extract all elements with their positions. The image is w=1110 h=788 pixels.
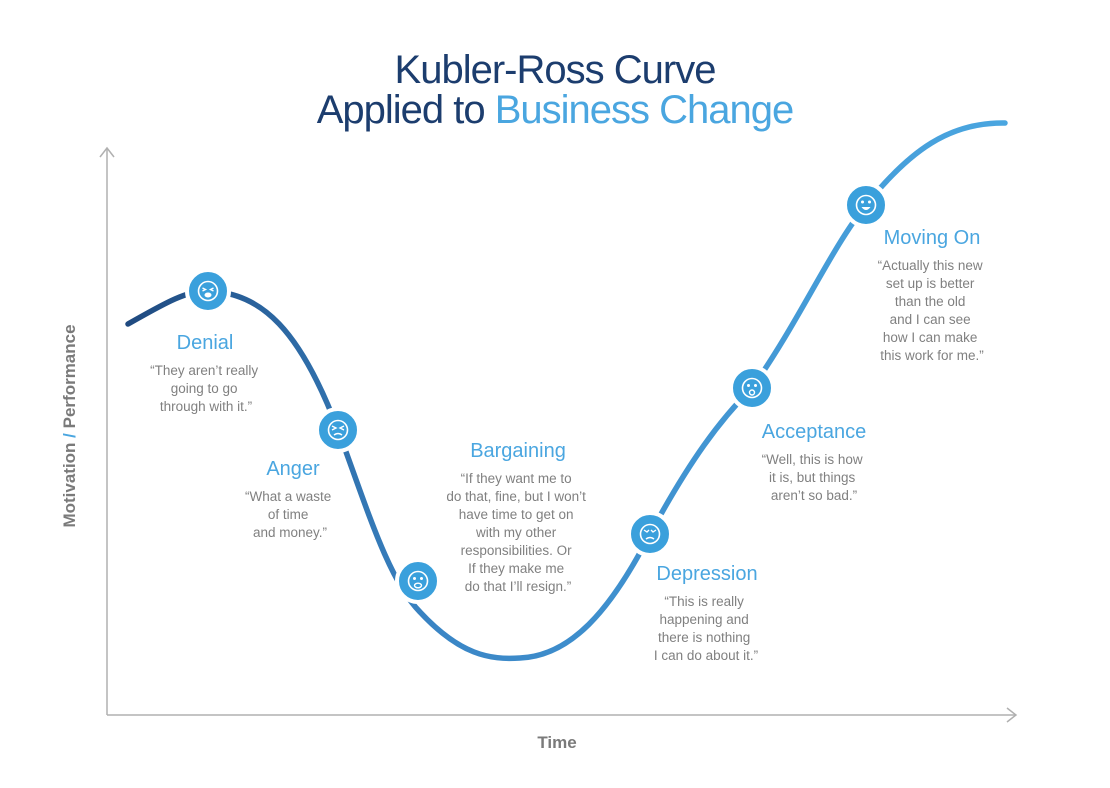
stage-anger: Anger “What a waste of time and money.” bbox=[245, 458, 335, 540]
y-axis-label-sep: / bbox=[60, 428, 79, 442]
stage-quote: “Well, this is how it is, but things are… bbox=[762, 452, 867, 503]
stage-name: Denial bbox=[177, 332, 234, 354]
quote-line: “If they want me to bbox=[461, 471, 572, 486]
stage-quote: “What a waste of time and money.” bbox=[245, 489, 335, 540]
sad-face-icon bbox=[627, 511, 673, 557]
quote-line: have time to get on bbox=[459, 507, 574, 522]
angry-face-icon bbox=[315, 407, 361, 453]
quote-line: responsibilities. Or bbox=[461, 543, 573, 558]
quote-line: than the old bbox=[895, 294, 966, 309]
quote-line: do that, fine, but I won’t bbox=[446, 489, 586, 504]
quote-line: “Well, this is how bbox=[762, 452, 863, 467]
stage-depression: Depression “This is really happening and… bbox=[654, 563, 758, 663]
x-axis-arrow bbox=[1006, 707, 1018, 723]
title-prefix: Applied to bbox=[316, 88, 495, 132]
quote-line: “This is really bbox=[664, 594, 744, 609]
quote-line: “They aren’t really bbox=[150, 363, 258, 378]
stage-name: Depression bbox=[656, 563, 757, 585]
quote-line: set up is better bbox=[886, 276, 975, 291]
title-main: Kubler-Ross Curve bbox=[394, 48, 717, 92]
stage-quote: “Actually this new set up is better than… bbox=[878, 258, 987, 363]
quote-line: happening and bbox=[659, 612, 748, 627]
quote-line: how I can make bbox=[883, 330, 978, 345]
y-axis-label-part2: Performance bbox=[60, 324, 79, 428]
quote-line: If they make me bbox=[468, 561, 564, 576]
stage-name: Bargaining bbox=[470, 440, 566, 462]
x-axis-label: Time bbox=[537, 733, 576, 752]
stage-quote: “This is really happening and there is n… bbox=[654, 594, 758, 663]
title-accent: Business Change bbox=[494, 88, 795, 132]
stage-bargaining: Bargaining “If they want me to do that, … bbox=[446, 440, 589, 594]
axes bbox=[99, 146, 1018, 723]
happy-face-icon bbox=[843, 182, 889, 228]
quote-line: “Actually this new bbox=[878, 258, 983, 273]
y-axis-label-part1: Motivation bbox=[60, 443, 79, 528]
quote-line: and money.” bbox=[253, 525, 327, 540]
quote-line: “What a waste bbox=[245, 489, 331, 504]
kubler-ross-curve bbox=[125, 120, 1008, 662]
quote-line: and I can see bbox=[890, 312, 971, 327]
quote-line: it is, but things bbox=[769, 470, 856, 485]
title-line-1: Kubler-Ross Curve bbox=[0, 50, 1110, 90]
y-axis-arrow bbox=[99, 146, 115, 158]
stage-name: Acceptance bbox=[762, 421, 867, 443]
worried-face-icon bbox=[395, 558, 441, 604]
quote-line: aren’t so bad.” bbox=[771, 488, 857, 503]
title-line-2: Applied to Business Change bbox=[0, 90, 1110, 130]
stage-denial: Denial “They aren’t really going to go t… bbox=[150, 332, 262, 414]
quote-line: do that I’ll resign.” bbox=[465, 579, 572, 594]
stage-quote: “If they want me to do that, fine, but I… bbox=[446, 471, 589, 594]
quote-line: I can do about it.” bbox=[654, 648, 758, 663]
quote-line: through with it.” bbox=[160, 399, 252, 414]
stage-name: Moving On bbox=[884, 227, 981, 249]
stage-acceptance: Acceptance “Well, this is how it is, but… bbox=[762, 421, 867, 503]
y-axis-label: Motivation / Performance bbox=[60, 324, 79, 527]
quote-line: with my other bbox=[475, 525, 557, 540]
surprised-face-icon bbox=[729, 365, 775, 411]
quote-line: there is nothing bbox=[658, 630, 750, 645]
crying-face-icon bbox=[185, 268, 231, 314]
stage-name: Anger bbox=[266, 458, 320, 480]
stage-moving-on: Moving On “Actually this new set up is b… bbox=[878, 227, 987, 363]
quote-line: this work for me.” bbox=[880, 348, 984, 363]
quote-line: going to go bbox=[171, 381, 238, 396]
quote-line: of time bbox=[268, 507, 309, 522]
stage-quote: “They aren’t really going to go through … bbox=[150, 363, 262, 414]
stage-markers bbox=[185, 182, 889, 604]
